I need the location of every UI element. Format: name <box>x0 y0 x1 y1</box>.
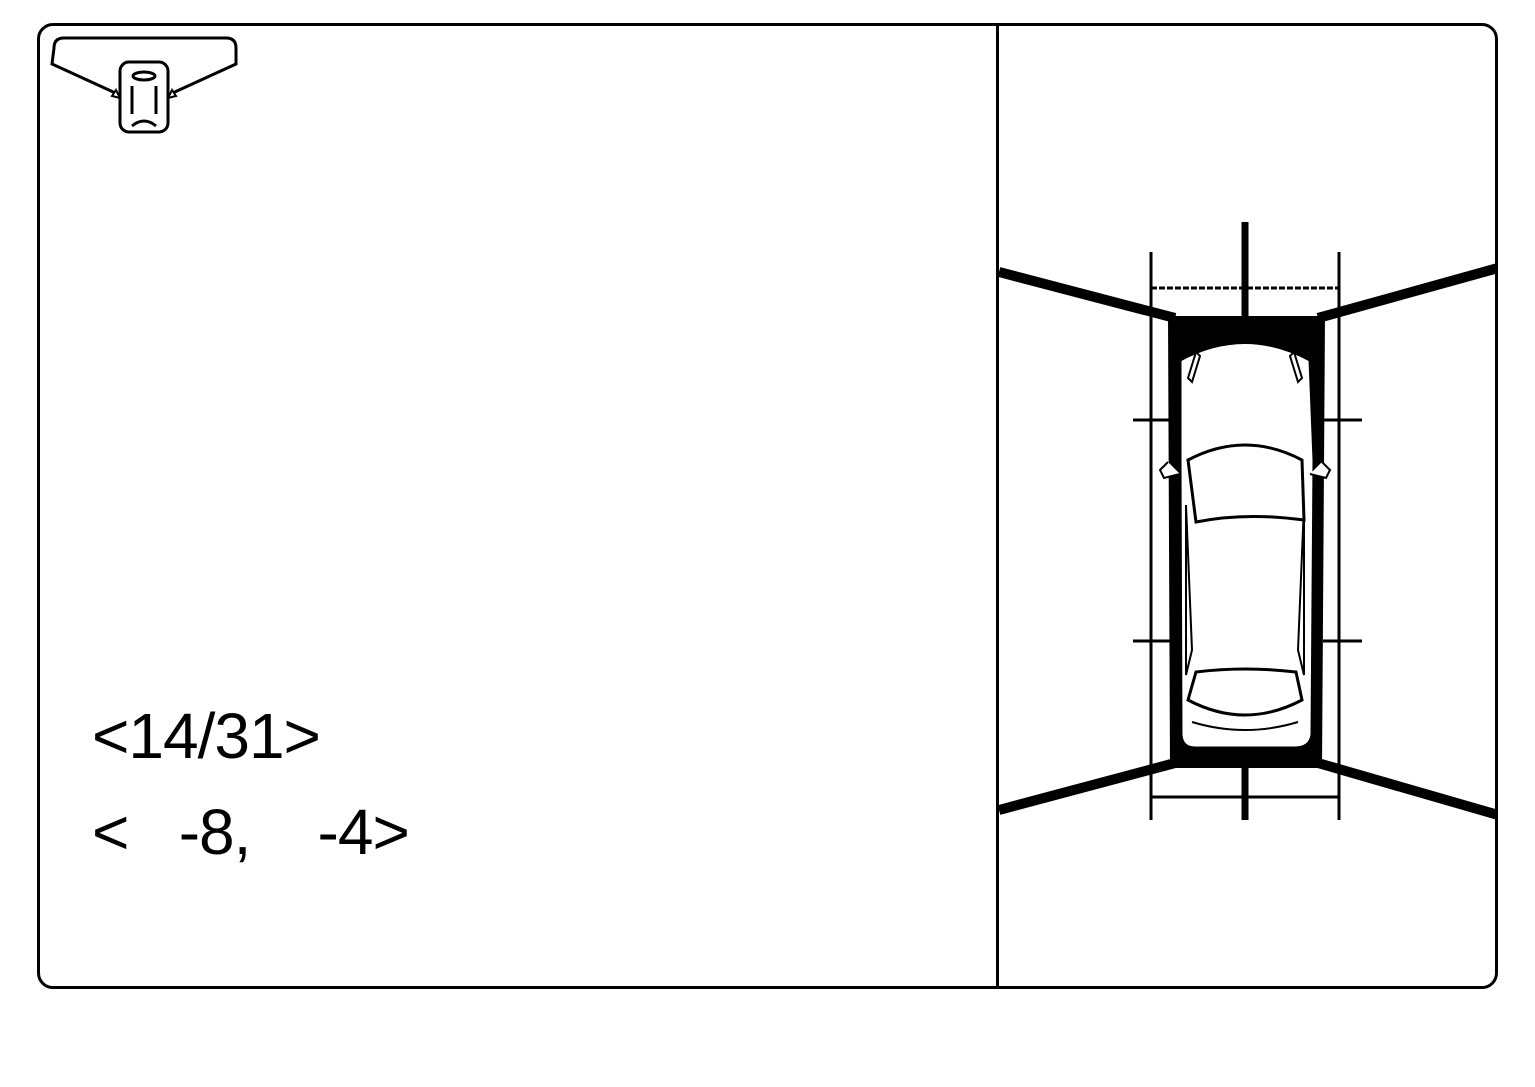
frame-counter: <14/31> <box>92 700 321 772</box>
offset-coordinates: < -8, -4> <box>92 796 410 868</box>
vehicle-top-view-icon <box>999 222 1498 820</box>
car-body <box>1158 341 1332 750</box>
parking-guide-lines <box>999 222 1498 820</box>
split-divider <box>996 23 999 989</box>
front-camera-view-icon <box>50 36 238 134</box>
display-frame <box>37 23 1498 989</box>
